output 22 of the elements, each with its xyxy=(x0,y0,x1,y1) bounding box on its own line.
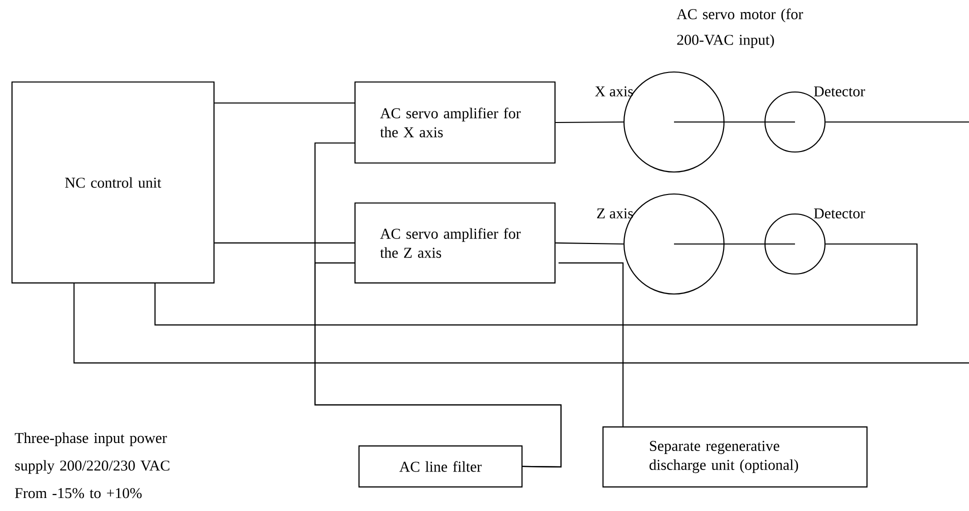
connector-line xyxy=(214,242,354,244)
connector-line xyxy=(214,102,354,104)
connector-line xyxy=(73,284,969,364)
beside-label: X axis xyxy=(595,86,633,96)
beside-label: Detector xyxy=(814,208,866,218)
motor-heading: AC servo motor (for 200-VAC input) xyxy=(676,8,804,48)
connector-line xyxy=(826,121,969,123)
connector-line xyxy=(674,121,795,123)
block-box: Separate regenerative discharge unit (optional) xyxy=(602,426,868,488)
block-box: AC servo amplifier for the Z axis xyxy=(354,202,556,284)
beside-label: Z axis xyxy=(597,208,633,218)
connector-line xyxy=(558,262,624,426)
connector-line xyxy=(674,243,795,245)
connector-line xyxy=(556,121,624,124)
block-box: AC servo amplifier for the X axis xyxy=(354,81,556,164)
block-box: NC control unit xyxy=(11,81,215,284)
power-supply-note: Three-phase input power supply 200/220/230 VAC From -15% to +10% xyxy=(14,432,170,498)
connector-line xyxy=(556,242,624,245)
beside-label: Detector xyxy=(814,86,866,96)
block-box: AC line filter xyxy=(358,445,523,488)
connector-line xyxy=(154,243,918,326)
connector-line xyxy=(314,262,562,468)
